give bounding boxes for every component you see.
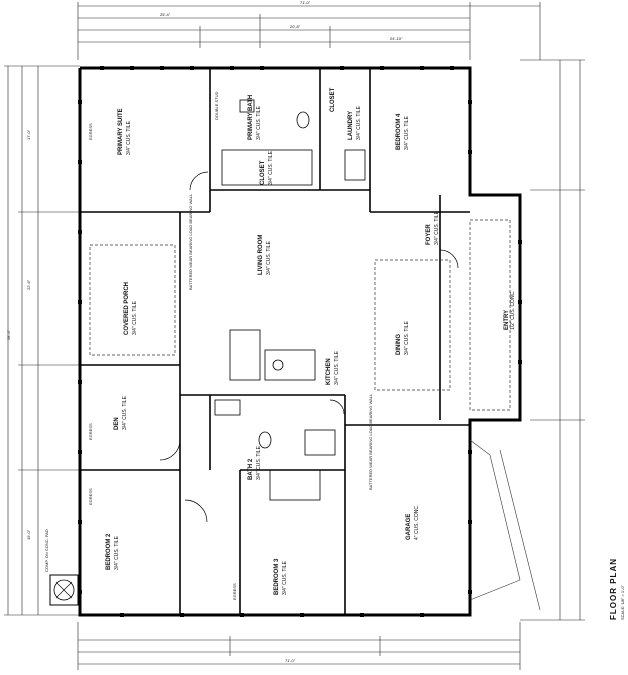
room-primary-suite: PRIMARY SUITE [118,108,124,155]
room-den: DEN [114,417,120,430]
room-garage-finish: 4" CUS. CONC. [414,505,420,540]
room-primary-bath: PRIMARY BATH [248,95,254,140]
room-den-finish: 3/4" CUS. TILE [122,395,128,430]
overall-depth-dim: 58'-6" [6,329,11,340]
kitchen-island [229,329,316,381]
room-covered-porch: COVERED PORCH [124,282,130,335]
room-dining: DINING [396,334,402,355]
room-foyer: FOYER [426,224,432,245]
room-bedroom-2-finish: 3/4" CUS. TILE [114,535,120,570]
room-laundry-finish: 3/4" CUS. TILE [356,105,362,140]
room-closet-1-finish: 3/4" CUS. TILE [268,150,274,185]
door-swings [159,171,459,523]
side-top-dim: 17'-0" [26,129,31,140]
bath-fixtures [214,99,366,501]
room-bath-2-finish: 3/4" CUS. TILE [256,445,262,480]
egress-label-2: EGRESS [88,423,93,440]
exterior-walls [78,66,522,617]
left-dimension-lines [4,65,80,616]
room-bath-2: BATH 2 [248,458,254,480]
bearing-wall-note-2: BATTERED WEAR BEARING LOAD BEARING WALL [368,393,373,490]
room-bedroom-2: BEDROOM 2 [106,533,112,570]
front-mid-dim: 20'-8" [290,24,301,29]
room-closet-2: CLOSET [330,87,336,112]
double-stud-note: DOUBLE STUD [214,91,219,120]
room-entry: ENTRY [504,310,510,330]
egress-label-1: EGRESS [88,123,93,140]
room-dining-finish: 3/4" CUS. TILE [404,320,410,355]
room-garage: GARAGE [406,514,412,540]
room-foyer-finish: 3/4" CUS. TILE [434,210,440,245]
bottom-overall-dim: 71'-0" [285,658,296,663]
plan-scale: SCALE: 1/8" = 1'-0" [620,585,625,620]
wall-post-markers [78,66,522,617]
overall-width-dim: 71'-0" [300,0,311,5]
room-bedroom-4-finish: 3/4" CUS. TILE [404,115,410,150]
front-left-dim: 25'-4" [160,12,171,17]
compressor-pad [49,574,79,606]
room-covered-porch-finish: 3/4" CUS. TILE [132,300,138,335]
room-bedroom-4: BEDROOM 4 [396,113,402,150]
comp-pad-label: COMP. ON CONC. PAD [44,529,49,572]
plan-title: FLOOR PLAN [609,558,618,620]
side-bot-dim: 19'-0" [26,529,31,540]
room-bedroom-3: BEDROOM 3 [274,558,280,595]
room-bedroom-3-finish: 3/4" CUS. TILE [282,560,288,595]
room-primary-bath-finish: 3/4" CUS. TILE [256,105,262,140]
room-laundry: LAUNDRY [348,111,354,140]
room-kitchen-finish: 3/4" CUS. TILE [334,350,340,385]
room-living: LIVING ROOM [258,235,264,275]
bearing-wall-note-1: BATTERED WEAR BEARING LOAD BEARING WALL [188,193,193,290]
egress-label-4: EGRESS [232,583,237,600]
room-entry-finish: 1/2" CUS. CONC. [510,290,516,330]
egress-label-3: EGRESS [88,488,93,505]
room-living-finish: 3/4" CUS. TILE [266,240,272,275]
side-mid-dim: 22'-6" [26,279,31,290]
interior-walls [80,68,470,615]
room-kitchen: KITCHEN [326,358,332,385]
room-primary-suite-finish: 3/4" CUS. TILE [126,120,132,155]
room-closet-1: CLOSET [260,160,266,185]
front-right-dim: 24'-10" [390,36,403,41]
top-dimension-lines [77,2,541,60]
porch-outline [89,219,511,411]
garage-markings [469,439,541,611]
right-dimension-lines [520,59,585,621]
bottom-dimension-lines [77,622,521,670]
